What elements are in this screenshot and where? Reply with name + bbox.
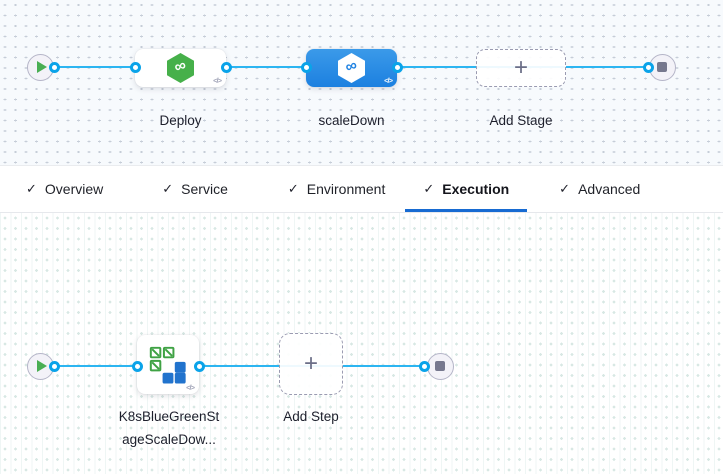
check-icon: ✓ bbox=[559, 181, 571, 196]
tab-environment[interactable]: ✓ Environment bbox=[270, 166, 404, 212]
step-label-line2: ageScaleDow... bbox=[122, 432, 216, 447]
connector-port[interactable] bbox=[129, 61, 141, 73]
connector-port[interactable] bbox=[642, 61, 654, 73]
plus-icon: + bbox=[303, 350, 318, 377]
code-icon: </> bbox=[384, 76, 393, 85]
plus-icon: + bbox=[513, 54, 528, 81]
code-icon: </> bbox=[213, 76, 222, 85]
check-icon: ✓ bbox=[26, 181, 37, 196]
connector-port[interactable] bbox=[131, 360, 143, 372]
stage-graph-canvas[interactable]: ∞ </> Deploy ∞ </> scaleDown + Add Stage bbox=[0, 0, 723, 165]
add-step-label: Add Step bbox=[283, 409, 339, 424]
step-card-k8s-bluegreen-scaledown[interactable]: </> bbox=[137, 335, 199, 394]
add-stage-button[interactable]: + bbox=[476, 49, 566, 87]
play-icon bbox=[36, 61, 47, 73]
add-step-button[interactable]: + bbox=[279, 333, 343, 395]
stop-icon bbox=[657, 62, 667, 72]
stage-card-deploy[interactable]: ∞ </> bbox=[135, 49, 226, 87]
tab-overview[interactable]: ✓ Overview bbox=[8, 166, 121, 212]
tab-service[interactable]: ✓ Service bbox=[144, 166, 246, 212]
tab-advanced[interactable]: ✓ Advanced bbox=[541, 166, 658, 212]
k8s-blue-green-icon bbox=[149, 346, 186, 384]
pipeline-start-node[interactable] bbox=[26, 53, 54, 81]
tab-label: Overview bbox=[44, 181, 104, 197]
tab-label: Service bbox=[181, 181, 228, 197]
infinity-glyph: ∞ bbox=[171, 56, 189, 77]
stage-label-deploy: Deploy bbox=[159, 113, 202, 128]
connector-port[interactable] bbox=[193, 360, 205, 372]
stage-card-scaledown[interactable]: ∞ </> bbox=[306, 49, 397, 87]
step-label: K8sBlueGreenSt ageScaleDow... bbox=[99, 405, 239, 451]
tab-label: Environment bbox=[306, 181, 386, 197]
check-icon: ✓ bbox=[162, 181, 174, 196]
stage-label-scaledown: scaleDown bbox=[318, 113, 385, 128]
harness-cd-icon: ∞ bbox=[338, 53, 365, 83]
stage-config-tabbar: ✓ Overview ✓ Service ✓ Environment ✓ Exe… bbox=[0, 165, 723, 213]
infinity-glyph: ∞ bbox=[342, 56, 360, 77]
code-icon: </> bbox=[186, 383, 195, 392]
tab-execution[interactable]: ✓ Execution bbox=[405, 166, 527, 212]
step-label-line1: K8sBlueGreenSt bbox=[118, 409, 220, 424]
connector-port[interactable] bbox=[391, 61, 403, 73]
add-stage-label: Add Stage bbox=[489, 113, 553, 128]
connector-port[interactable] bbox=[220, 61, 232, 73]
play-icon bbox=[36, 360, 47, 372]
execution-graph-canvas[interactable]: </> K8sBlueGreenSt ageScaleDow... + Add … bbox=[0, 213, 723, 474]
check-icon: ✓ bbox=[423, 181, 435, 196]
execution-end-node[interactable] bbox=[426, 352, 454, 380]
connector-port[interactable] bbox=[418, 360, 430, 372]
connector-port[interactable] bbox=[300, 61, 312, 73]
tab-label: Advanced bbox=[578, 181, 641, 197]
step-flow-line bbox=[40, 364, 440, 368]
check-icon: ✓ bbox=[287, 181, 299, 196]
tab-label: Execution bbox=[442, 181, 510, 197]
connector-port[interactable] bbox=[48, 61, 60, 73]
stop-icon bbox=[435, 361, 445, 371]
harness-cd-icon: ∞ bbox=[167, 53, 194, 83]
connector-port[interactable] bbox=[48, 360, 60, 372]
